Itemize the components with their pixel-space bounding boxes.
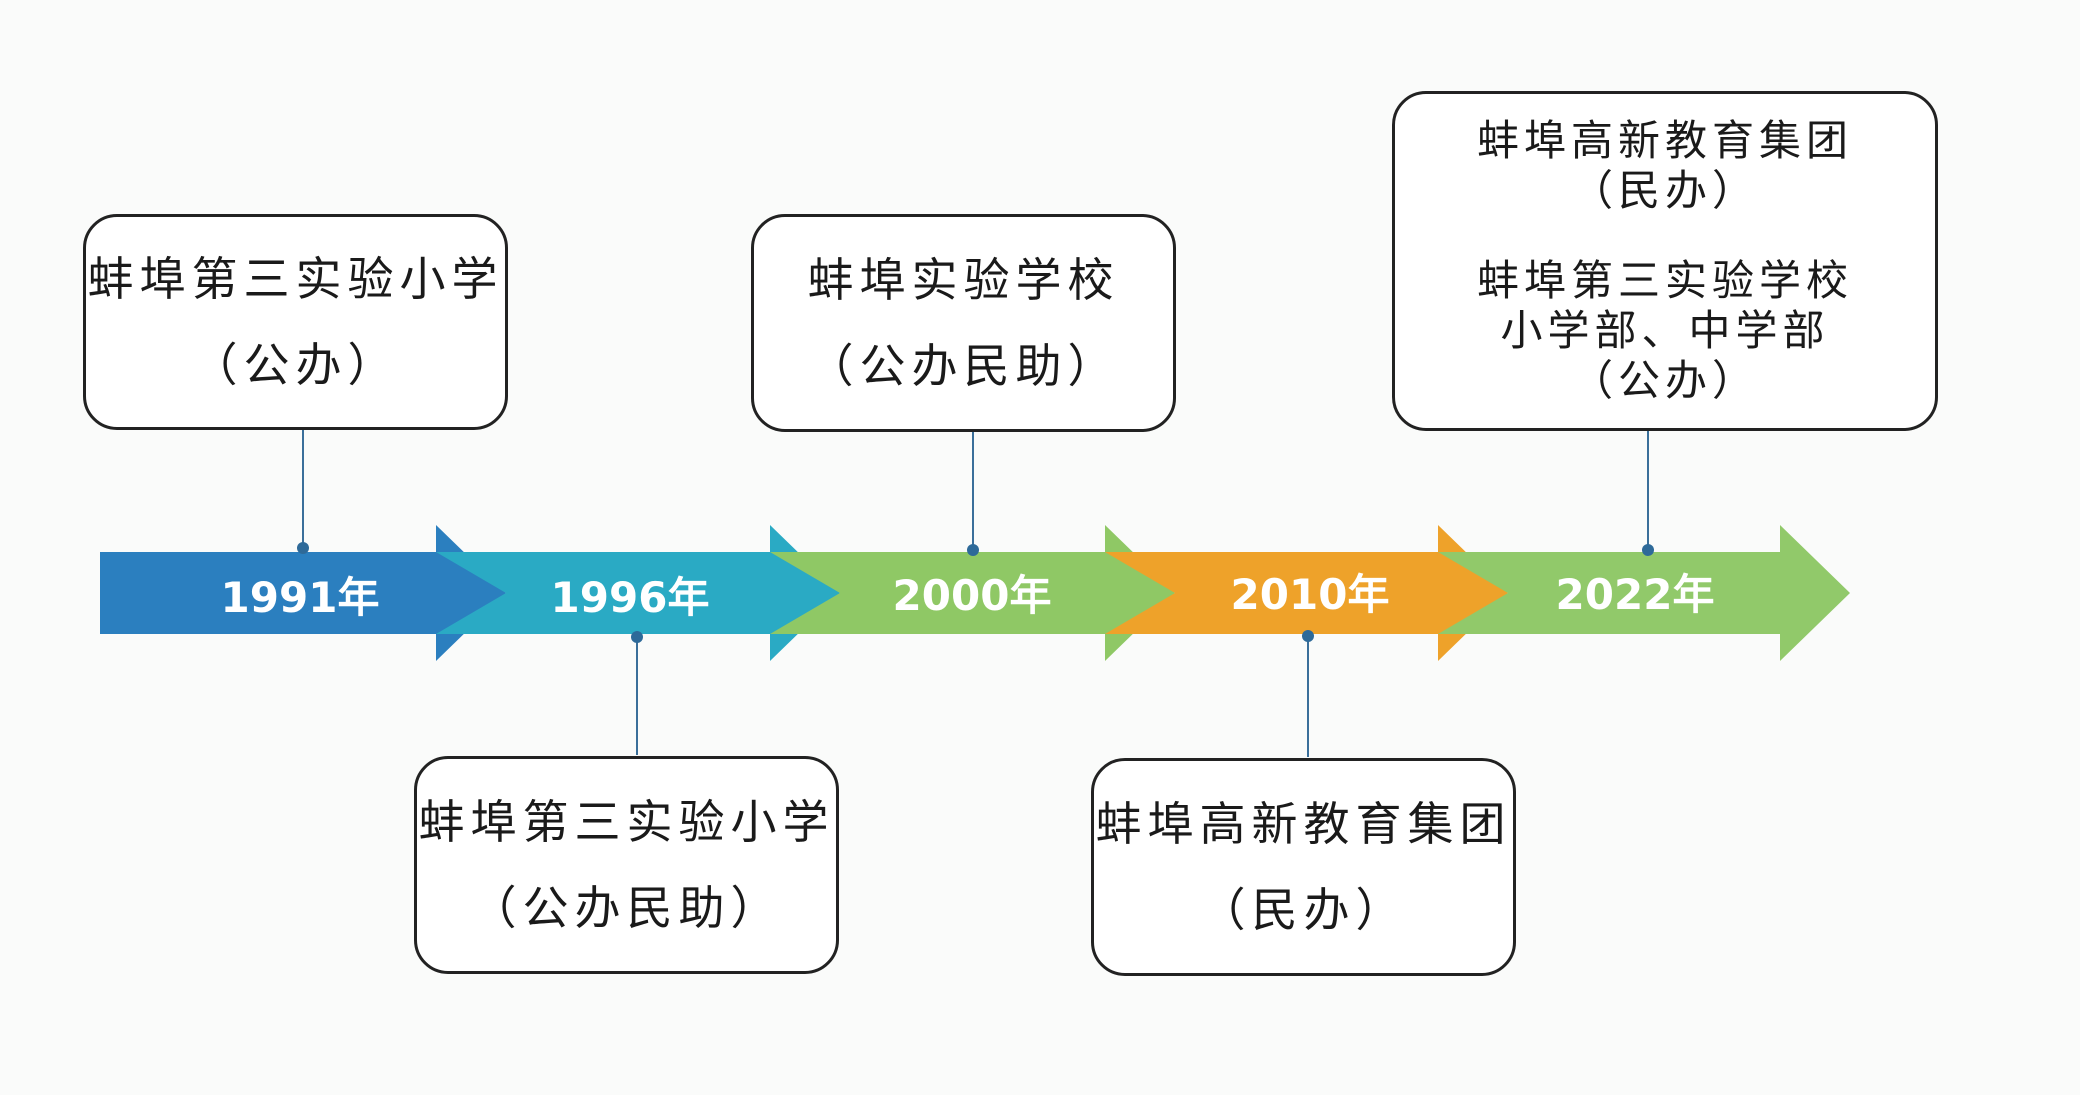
event-2010-name: 蚌埠高新教育集团 (1095, 797, 1512, 851)
connector-lines (302, 428, 1649, 757)
event-2010-type: （民办） (1199, 883, 1408, 937)
event-1996-type: （公办民助） (470, 881, 783, 935)
arrow-segments (100, 525, 1850, 661)
dot-2000 (967, 544, 979, 556)
year-label-1991: 1991年 (221, 573, 380, 622)
event-1991-name: 蚌埠第三实验小学 (87, 252, 504, 306)
year-labels: 1991年 1996年 2000年 2010年 2022年 (221, 570, 1715, 622)
arrow-2000 (770, 525, 1175, 661)
connector-dots (297, 542, 1654, 643)
arrow-2010 (1105, 525, 1508, 661)
event-2000-type: （公办民助） (807, 339, 1120, 393)
event-2022-group-type: （民办） (1570, 166, 1759, 215)
event-2000-name: 蚌埠实验学校 (807, 253, 1120, 307)
arrow-1991 (100, 525, 506, 661)
year-label-1996: 1996年 (551, 573, 710, 622)
event-2022-group-name: 蚌埠高新教育集团 (1476, 116, 1853, 165)
year-label-2000: 2000年 (893, 571, 1052, 620)
year-label-2010: 2010年 (1231, 570, 1390, 619)
event-2022-school-divisions: 小学部、中学部 (1500, 306, 1830, 355)
dot-2022 (1642, 544, 1654, 556)
dot-2010 (1302, 630, 1314, 642)
event-2022-school-type: （公办） (1570, 356, 1759, 405)
event-box-2010: 蚌埠高新教育集团 （民办） (1091, 758, 1516, 976)
event-1991-type: （公办） (191, 338, 400, 392)
event-box-1991: 蚌埠第三实验小学 （公办） (83, 214, 508, 430)
event-1996-name: 蚌埠第三实验小学 (418, 795, 835, 849)
event-box-2022: 蚌埠高新教育集团 （民办） 蚌埠第三实验学校 小学部、中学部 （公办） (1392, 91, 1938, 431)
arrow-1996 (436, 525, 840, 661)
dot-1991 (297, 542, 309, 554)
arrow-2022 (1438, 525, 1850, 661)
event-box-1996: 蚌埠第三实验小学 （公办民助） (414, 756, 839, 974)
event-2022-school-name: 蚌埠第三实验学校 (1476, 256, 1853, 305)
event-box-2000: 蚌埠实验学校 （公办民助） (751, 214, 1176, 432)
year-label-2022: 2022年 (1556, 570, 1715, 619)
dot-1996 (631, 631, 643, 643)
